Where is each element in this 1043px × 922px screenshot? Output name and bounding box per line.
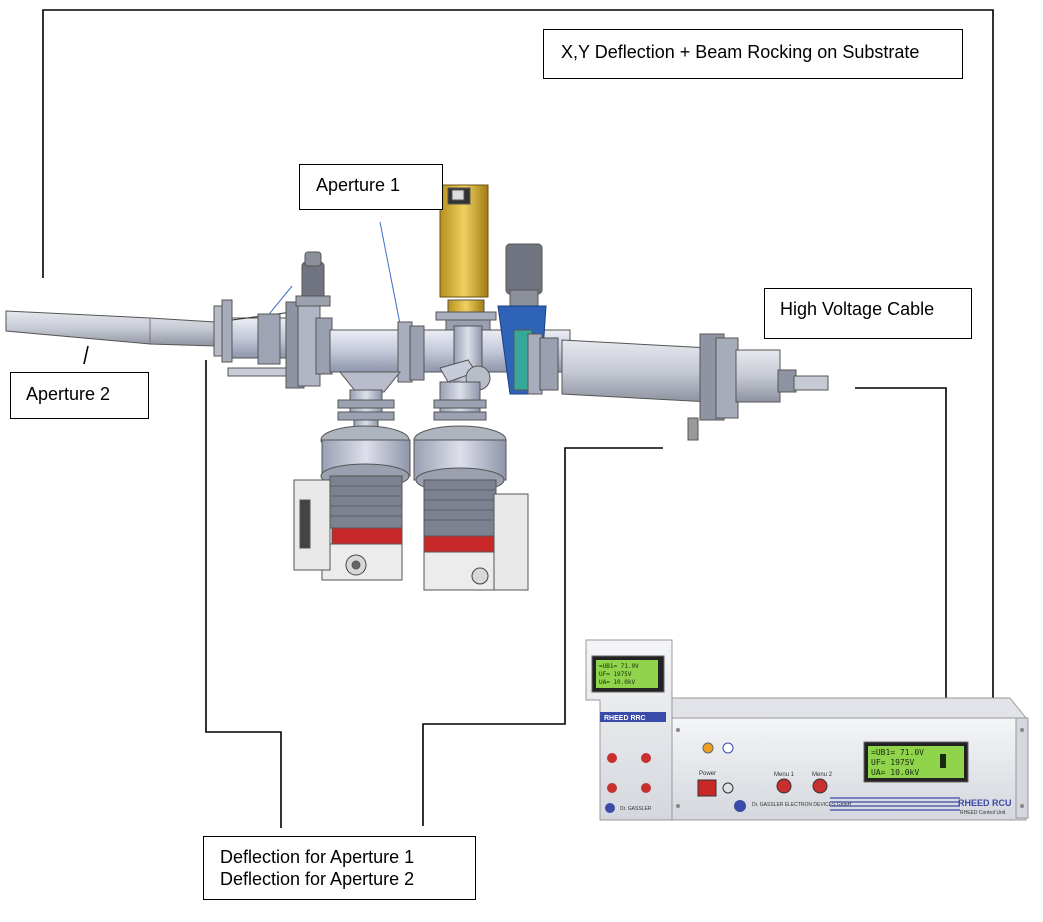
control-maker: Dr. GASSLER ELECTRON DEVICES GmbH [752,802,852,808]
rack-control-unit: Power Menu 1 Menu 2 =UB1= 71.0V UF= 1975… [671,697,1029,821]
remote-maker: Dr. GASSLER [620,806,652,812]
probe-tube [5,310,216,347]
remote-lcd-line-2: UF= 1975V [599,671,632,678]
label-high-voltage-cable-text: High Voltage Cable [780,299,935,319]
remote-control-unit: =UB1= 71.0V UF= 1975V UA= 10.0kV RHEED R… [585,639,673,821]
aperture-2-tick [83,345,89,365]
label-xy-deflection: X,Y Deflection + Beam Rocking on Substra… [543,29,963,79]
label-aperture-2: Aperture 2 [10,372,149,419]
control-lcd [868,746,964,778]
power-label: Power [699,771,716,777]
remote-knob-2 [641,753,651,763]
power-led-icon [702,742,714,754]
electron-gun-body [561,339,711,403]
control-logo-icon [734,800,746,812]
rheed-gun-assembly [5,184,829,591]
control-lcd-line-2: UF= 1975V [871,758,915,767]
label-aperture-1: Aperture 1 [299,164,443,210]
control-lcd-line-1: =UB1= 71.0V [871,748,924,757]
remote-lcd-line-1: =UB1= 71.0V [599,663,639,670]
menu-1-label: Menu 1 [774,772,795,778]
control-subtitle: RHEED Control Unit [960,810,1006,816]
standby-icon [722,782,734,794]
label-aperture-1-text: Aperture 1 [316,175,401,195]
remote-lcd-line-3: UA= 10.0kV [599,679,636,686]
aperture-1-deflection-wire [422,447,663,826]
connector-lines [42,9,994,828]
remote-brand: RHEED RRC [604,715,646,722]
menu-2-knob [812,778,828,794]
label-aperture-2-text: Aperture 2 [26,384,111,404]
remote-logo-icon [605,803,615,813]
label-high-voltage-cable: High Voltage Cable [764,288,972,339]
hv-warning-icon [722,742,734,754]
aperture-1-leader [379,221,401,325]
remote-knob-3 [607,783,617,793]
aperture-2-deflection-wire [205,360,282,828]
label-deflection-line-2: Deflection for Aperture 2 [220,869,415,889]
remote-knob-1 [607,753,617,763]
control-lcd-line-3: UA= 10.0kV [871,768,919,777]
xy-deflection-wire [42,9,994,704]
control-brand: RHEED RCU [958,798,1012,808]
label-deflection-line-1: Deflection for Aperture 1 [220,847,415,867]
menu-1-knob [776,778,792,794]
remote-lcd [596,660,658,688]
high-voltage-wire [855,387,947,703]
remote-knob-4 [641,783,651,793]
label-deflection: Deflection for Aperture 1 Deflection for… [203,836,476,900]
menu-2-label: Menu 2 [812,772,833,778]
power-switch [697,779,717,797]
label-xy-deflection-text: X,Y Deflection + Beam Rocking on Substra… [561,42,920,62]
